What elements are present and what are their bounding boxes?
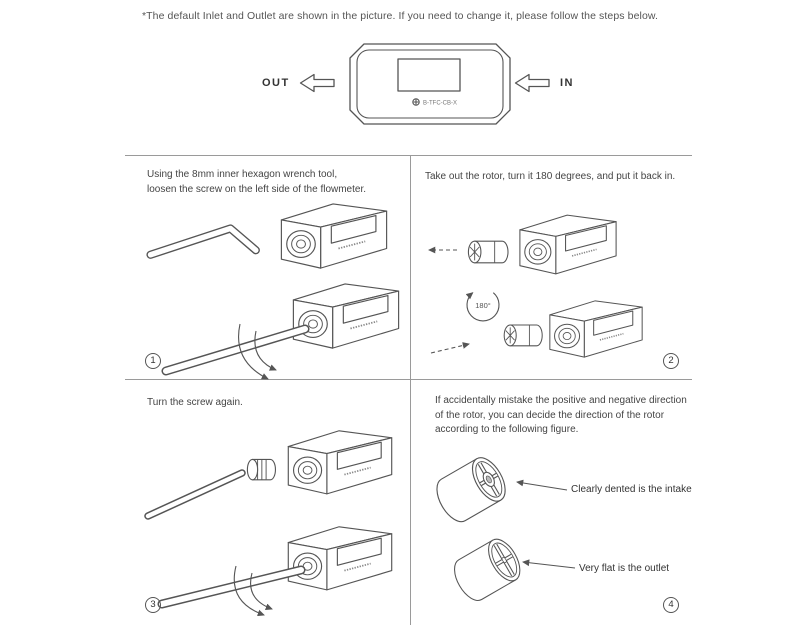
outlet-pointer-arrow-icon <box>522 559 576 569</box>
rotor-outlet-face-icon <box>448 534 526 606</box>
step3-number-badge: 3 <box>145 597 161 613</box>
rotation-arc-icon <box>254 330 277 371</box>
step4-number-badge: 4 <box>663 597 679 613</box>
hex-wrench-icon <box>151 228 256 254</box>
step4-text: If accidentally mistake the positive and… <box>435 395 687 435</box>
step2-illustration: 180° <box>428 214 643 358</box>
flowmeter-3d-icon <box>287 429 393 495</box>
rotation-arc-icon <box>238 323 269 380</box>
step1-number-badge: 1 <box>145 353 161 369</box>
step3-panel: Turn the screw again. 3 <box>125 380 410 625</box>
in-arrow-icon <box>514 73 550 93</box>
screw-icon <box>246 458 277 481</box>
step2-number-badge: 2 <box>663 353 679 369</box>
device-brand-text: B-TFC-CB-X <box>423 101 457 107</box>
flowmeter-3d-icon <box>292 283 400 350</box>
rotation-arc-icon <box>233 565 265 616</box>
step3-text: Turn the screw again. <box>147 397 243 408</box>
rotation-arc-icon <box>250 572 273 610</box>
step1-panel: Using the 8mm inner hexagon wrench tool,… <box>125 155 410 380</box>
flowmeter-device-icon: B-TFC-CB-X <box>349 43 511 125</box>
device-screen <box>397 58 461 92</box>
rotor-intake-face-icon <box>430 452 512 527</box>
rotor-icon <box>503 324 543 347</box>
angle-label: 180° <box>475 301 491 310</box>
step3-illustration <box>144 429 393 616</box>
flowmeter-3d-icon <box>519 214 617 275</box>
out-arrow-icon <box>299 73 335 93</box>
flowmeter-3d-icon <box>549 300 643 358</box>
device-logo-icon <box>412 98 420 106</box>
intake-label: Clearly dented is the intake <box>571 484 692 495</box>
intake-pointer-arrow-icon <box>516 479 568 491</box>
in-label: IN <box>560 77 574 89</box>
rotor-icon <box>467 240 509 264</box>
step4-illustration <box>419 416 576 616</box>
step1-text: Using the 8mm inner hexagon wrench tool,… <box>147 169 367 195</box>
out-label: OUT <box>262 77 290 89</box>
step1-illustration <box>138 203 400 380</box>
flowmeter-3d-icon <box>287 525 393 591</box>
push-in-arrow-icon <box>430 342 470 354</box>
flowmeter-3d-icon <box>280 203 388 270</box>
step4-panel: If accidentally mistake the positive and… <box>410 380 692 625</box>
step2-panel: Take out the rotor, turn it 180 degrees,… <box>410 155 692 380</box>
step2-text: Take out the rotor, turn it 180 degrees,… <box>425 171 676 182</box>
outlet-label: Very flat is the outlet <box>579 563 670 574</box>
rotate-180-icon <box>465 292 500 322</box>
instruction-note: *The default Inlet and Outlet are shown … <box>141 10 659 22</box>
